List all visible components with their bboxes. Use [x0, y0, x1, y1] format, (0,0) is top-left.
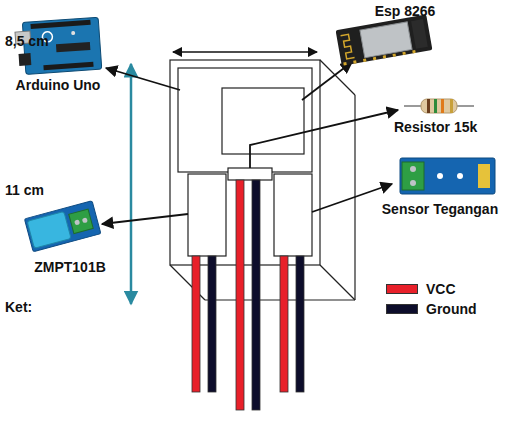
leader-arrow — [302, 62, 352, 100]
component-name: Esp 8266 — [373, 2, 438, 21]
leader-arrow — [250, 110, 398, 168]
component-label: Arduino Uno — [14, 76, 103, 95]
legend-text: Ground — [424, 300, 479, 319]
component-label: Esp 8266 — [373, 2, 438, 21]
vcc-wire — [280, 256, 288, 392]
ground-wire — [252, 180, 260, 410]
component-name: Resistor 15k — [392, 118, 479, 137]
component-label: Resistor 15k — [392, 118, 479, 137]
legend-swatch — [386, 304, 418, 314]
legend-swatch — [386, 284, 418, 294]
ground-wire — [208, 256, 216, 392]
height-dimension — [130, 64, 133, 304]
leader-arrow — [106, 68, 180, 90]
vcc-wire — [192, 256, 200, 392]
width-dimension — [173, 51, 317, 53]
resistor-symbol — [404, 99, 474, 113]
ground-wire — [296, 256, 304, 392]
zmpt-area — [188, 174, 226, 256]
legend-entry: Ground — [386, 300, 479, 319]
leader-lines — [102, 62, 398, 224]
component-name: ZMPT101B — [32, 258, 108, 277]
legend-text: VCC — [424, 280, 458, 299]
leader-arrow — [102, 214, 188, 224]
legend-entry: VCC — [386, 280, 458, 299]
sensor-area — [274, 174, 312, 256]
voltage-sensor — [400, 158, 495, 194]
resistor-area — [228, 168, 272, 180]
component-name: Arduino Uno — [14, 76, 103, 95]
dimension-label: 11 cm — [3, 181, 520, 200]
arduino-area — [178, 68, 312, 172]
vcc-wire — [236, 180, 244, 410]
component-name: Sensor Tegangan — [380, 200, 500, 219]
wires — [192, 180, 304, 410]
esp-board — [336, 14, 433, 65]
component-label: Sensor Tegangan — [380, 200, 500, 219]
esp-area — [222, 88, 304, 154]
leader-arrow — [312, 184, 392, 212]
zmpt-module — [24, 201, 100, 252]
dimension-label: 8,5 cm — [3, 32, 520, 51]
component-label: ZMPT101B — [32, 258, 108, 277]
